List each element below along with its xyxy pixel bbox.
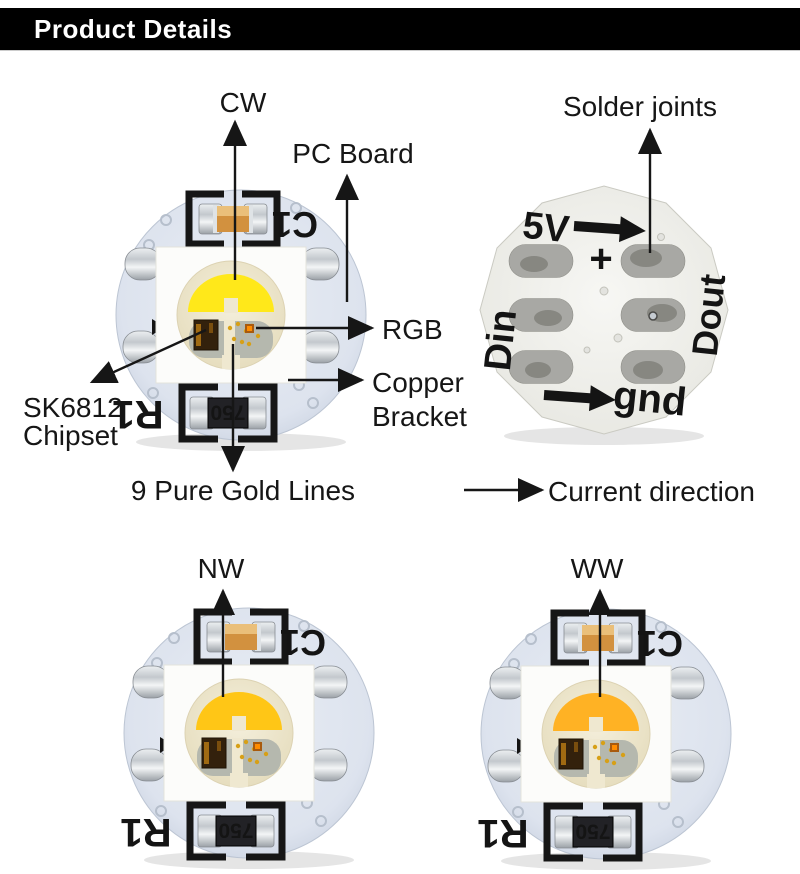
label-chipset-line2: Chipset [23,420,118,451]
label-gold-lines: 9 Pure Gold Lines [131,475,355,506]
label-pc-board: PC Board [292,138,413,169]
label-cw: CW [220,87,267,118]
print-plus: + [589,237,612,281]
back-vias [583,233,665,354]
solder-pads [508,244,686,384]
board-back: 5V + Din Dout gnd [477,185,733,435]
label-nw: NW [198,553,245,584]
label-chipset-line1: SK6812 [23,392,123,423]
arrow-sk6812-icon [89,328,207,384]
label-current-direction: Current direction [548,476,755,507]
label-ww: WW [571,553,624,584]
board-front-nw [120,608,374,858]
print-gnd: gnd [611,373,689,424]
label-copper-line1: Copper [372,367,464,398]
board-front-cw [112,190,366,440]
print-dout: Dout [684,272,733,358]
current-arrow-top-icon [573,216,646,243]
label-rgb: RGB [382,314,443,345]
pad-hole [648,311,658,321]
annotation-labels: CW PC Board Solder joints RGB Copper Bra… [23,87,755,584]
current-arrow-bottom-icon [543,385,616,412]
page-title: Product Details [34,13,233,44]
board-front-ww [477,609,731,859]
label-solder-joints: Solder joints [563,91,717,122]
diagram: C1 750 R1 [23,87,755,870]
back-silkscreen: 5V + Din Dout gnd [477,205,733,425]
annotation-arrows [89,119,662,697]
print-din: Din [477,307,525,372]
label-copper-line2: Bracket [372,401,467,432]
print-5v: 5V [521,205,572,252]
header-bar: Product Details [0,8,800,51]
